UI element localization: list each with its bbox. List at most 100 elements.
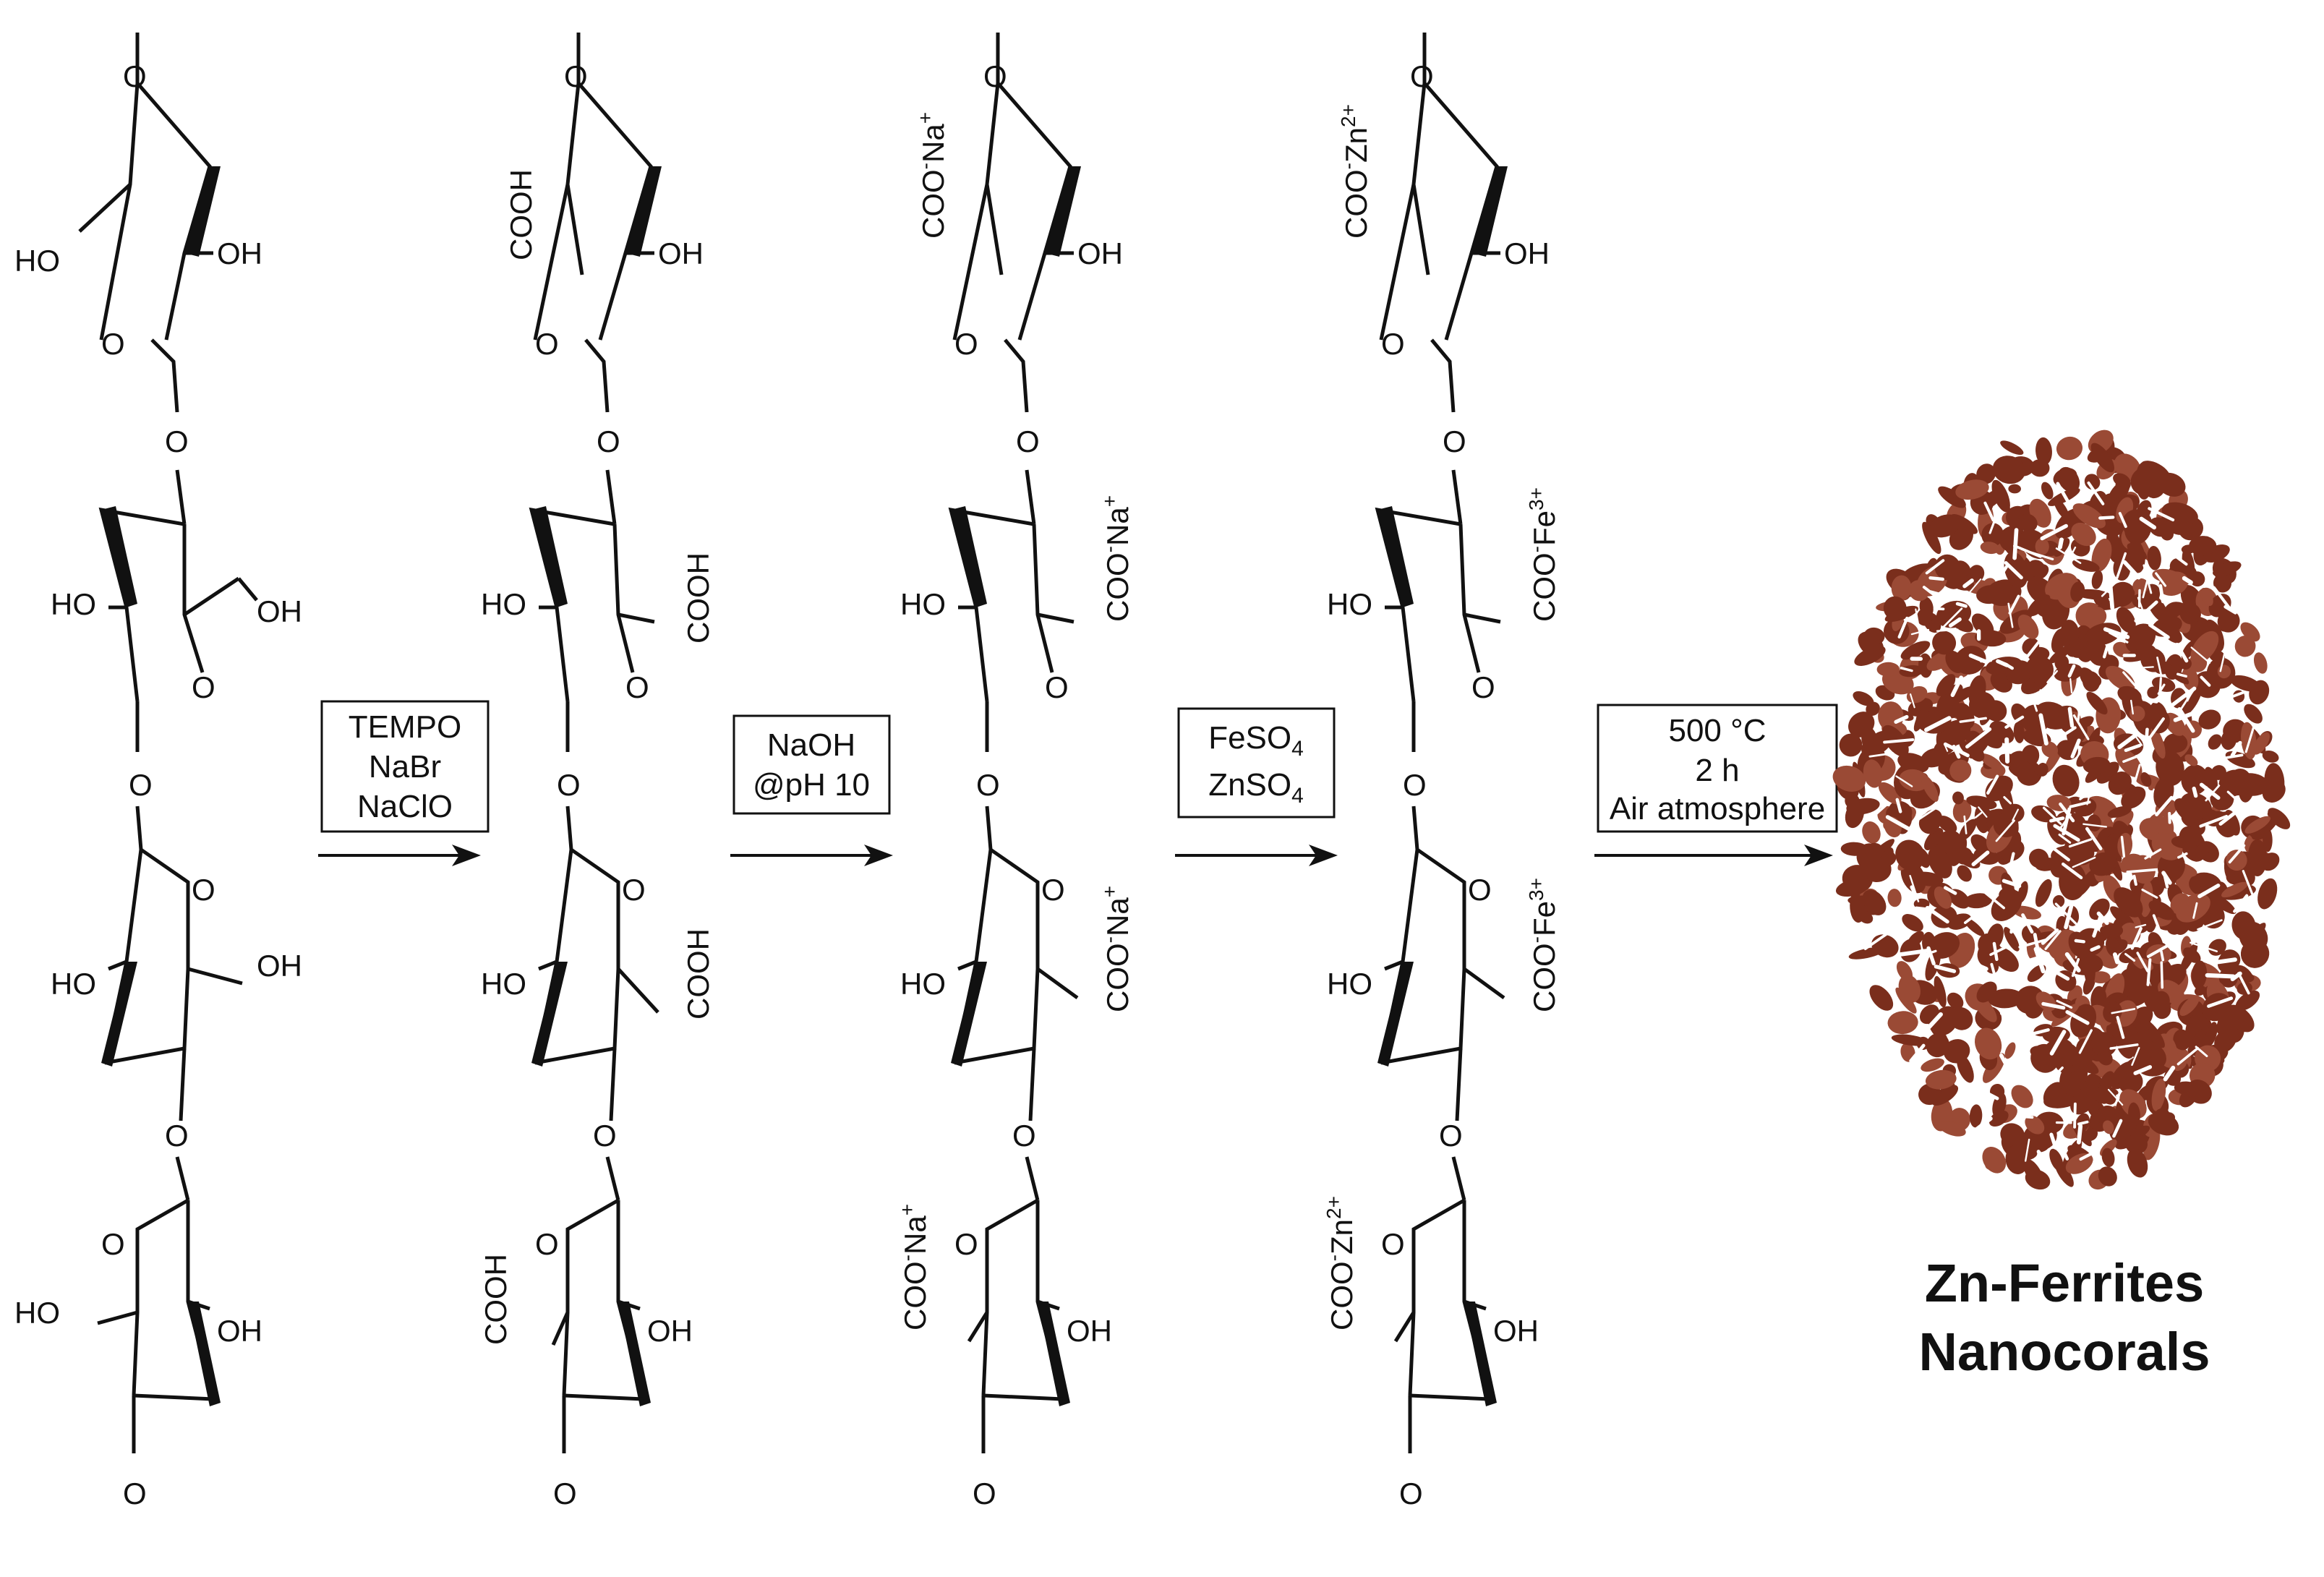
coral-lobe <box>2052 764 2080 797</box>
coral-lobe <box>2190 631 2219 664</box>
ring-o: O <box>1381 1227 1405 1261</box>
coral-lobe <box>2234 635 2256 657</box>
coral-lobe <box>2070 581 2085 602</box>
coral-lobe <box>1999 526 2027 552</box>
coral-gap <box>2197 884 2221 899</box>
coral-gap <box>2120 835 2126 858</box>
coral-lobe <box>1935 748 1948 770</box>
coral-lobe <box>1952 799 1972 823</box>
coral-lobe <box>2008 484 2021 494</box>
coral-lobe <box>2235 990 2260 1011</box>
coral-gap <box>2129 699 2135 715</box>
side-label: COO-Zn2+ <box>1337 104 1373 239</box>
coral-gap <box>2157 683 2166 695</box>
coral-lobe <box>1934 975 1947 1008</box>
coral-lobe <box>2021 745 2040 766</box>
side-label: COO-Na+ <box>914 112 950 239</box>
coral-gap <box>1897 949 1929 957</box>
coral-gap <box>2223 604 2237 615</box>
coral-lobe <box>2117 685 2142 704</box>
coral-lobe <box>2262 750 2279 763</box>
coral-lobe <box>2000 440 2024 456</box>
arrow-head <box>1804 845 1833 866</box>
coral-lobe <box>1936 674 1956 696</box>
coral-gap <box>2225 699 2229 711</box>
coral-lobe <box>2132 1040 2166 1070</box>
reagent-tempo: TEMPO <box>349 709 461 745</box>
coral-gap <box>2108 584 2115 610</box>
coral-lobe <box>2140 772 2152 787</box>
side-label: COO-Na+ <box>1098 495 1135 622</box>
coral-gap <box>2109 631 2129 644</box>
coral-gap <box>1925 905 1949 924</box>
coral-lobe <box>1887 1011 1918 1035</box>
ring-o: O <box>101 327 125 361</box>
coral-lobe <box>1919 597 1934 618</box>
coral-gap <box>2053 824 2080 842</box>
coral-lobe <box>1939 1082 1955 1102</box>
o-top: O <box>564 59 588 93</box>
ring-o: O <box>535 1227 559 1261</box>
coral-lobe <box>2260 852 2280 871</box>
coral-lobe <box>2239 921 2268 952</box>
coral-lobe <box>2027 965 2046 982</box>
coral-lobe <box>2089 675 2102 688</box>
coral-gap <box>2148 717 2165 739</box>
coral-lobe <box>2035 538 2049 555</box>
coral-gap <box>2168 811 2171 824</box>
coral-lobe <box>2151 1078 2166 1111</box>
coral-gap <box>1982 890 2005 910</box>
coral-gap <box>2035 692 2052 700</box>
coral-gap <box>1974 811 1983 819</box>
coral-gap <box>2116 1016 2125 1039</box>
coral-gap <box>2051 968 2070 981</box>
coral-lobe <box>2089 852 2117 876</box>
oh-label: HO <box>900 967 946 1001</box>
coral-lobe <box>2147 545 2161 570</box>
coral-gap <box>2158 584 2165 604</box>
coral-lobe <box>1925 1069 1957 1090</box>
coral-gap <box>2141 889 2158 899</box>
coral-gap <box>2033 701 2038 712</box>
coral-lobe <box>1974 1027 2002 1060</box>
cellulose-chain: O O OH HO O HO OH O O O HO <box>14 33 302 1510</box>
metal-carboxylate-chain: O O OH COO-Zn2+ O HO COO-Fe3+ O O O <box>1323 33 1561 1510</box>
coral-lobe <box>1988 1110 2009 1127</box>
coral-lobe <box>2121 853 2144 871</box>
coral-gap <box>1972 961 1988 971</box>
ring-o: O <box>622 873 646 907</box>
coral-gap <box>2025 1077 2036 1084</box>
coral-gap <box>2116 552 2127 579</box>
coral-lobe <box>2000 1123 2025 1147</box>
coral-lobe <box>2253 652 2268 674</box>
coral-gap <box>2124 743 2142 752</box>
coral-lobe <box>1922 521 1941 555</box>
coral-gap <box>1874 803 1887 816</box>
coral-gap <box>2190 941 2218 952</box>
coral-gap <box>2130 926 2143 950</box>
coral-lobe <box>1999 887 2018 902</box>
coral-lobe <box>1900 641 1931 660</box>
coral-gap <box>1983 501 1995 522</box>
coral-lobe <box>2085 623 2122 646</box>
coral-gap <box>1900 667 1913 672</box>
coral-lobe <box>1985 775 2013 802</box>
coral-gap <box>2056 999 2073 1009</box>
coral-lobe <box>2025 1115 2045 1134</box>
coral-lobe <box>1959 819 1977 841</box>
coral-lobe <box>2107 805 2132 818</box>
coral-lobe <box>2069 1053 2099 1074</box>
coral-gap <box>2063 546 2077 570</box>
coral-lobe <box>1934 886 1952 909</box>
coral-lobe <box>1895 839 1926 871</box>
coral-gap <box>2077 1120 2089 1126</box>
coral-gap <box>2122 671 2142 693</box>
coral-lobe <box>2037 762 2049 777</box>
condition-atmosphere: Air atmosphere <box>1610 791 1825 826</box>
coral-gap <box>2146 698 2159 704</box>
coral-gap <box>2205 973 2236 979</box>
coral-lobe <box>1862 889 1887 915</box>
side-label: COOH <box>681 928 715 1020</box>
coral-gap <box>2143 564 2153 594</box>
coral-lobe <box>1839 733 1863 757</box>
